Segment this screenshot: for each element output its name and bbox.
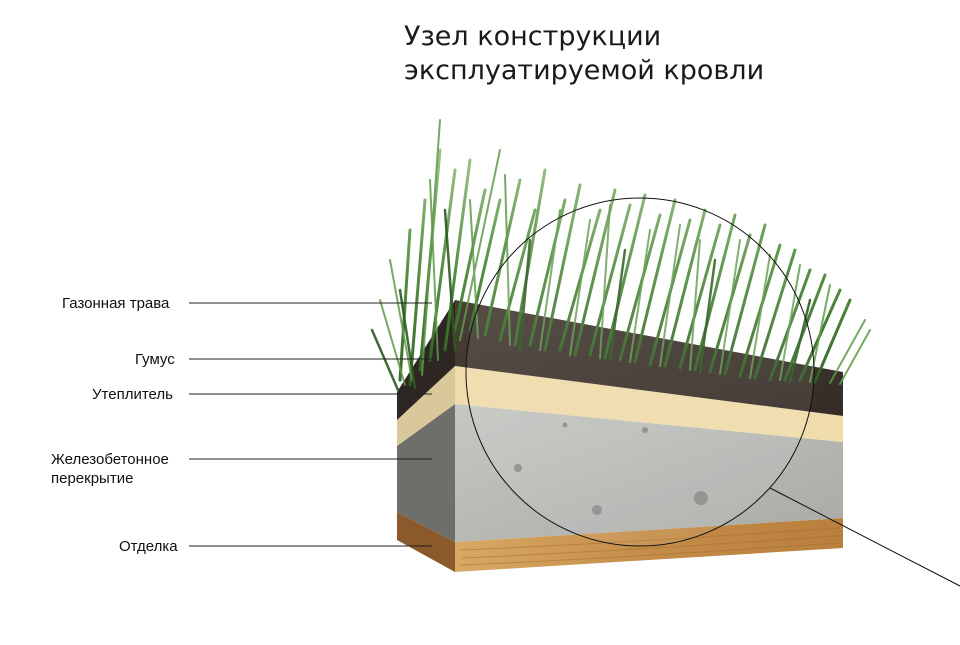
label-insulation: Утеплитель	[92, 386, 173, 403]
label-humus: Гумус	[135, 351, 175, 368]
detail-magnifier	[465, 197, 960, 587]
concrete-layer	[397, 404, 843, 542]
callout-lines	[189, 302, 432, 547]
insulation-layer	[397, 366, 843, 446]
humus-layer	[397, 300, 843, 420]
title-line-2: эксплуатируемой кровли	[404, 55, 765, 86]
diagram-title: Узел конструкции эксплуатируемой кровли	[404, 20, 764, 88]
finish-layer	[397, 512, 843, 572]
label-finish: Отделка	[119, 538, 178, 555]
label-concrete-line-1: Железобетонное	[51, 451, 169, 468]
grass-layer	[370, 119, 871, 392]
label-concrete: Железобетонное перекрытие	[51, 450, 169, 488]
label-grass: Газонная трава	[62, 295, 170, 312]
title-line-1: Узел конструкции	[404, 21, 662, 52]
label-concrete-line-2: перекрытие	[51, 470, 134, 487]
